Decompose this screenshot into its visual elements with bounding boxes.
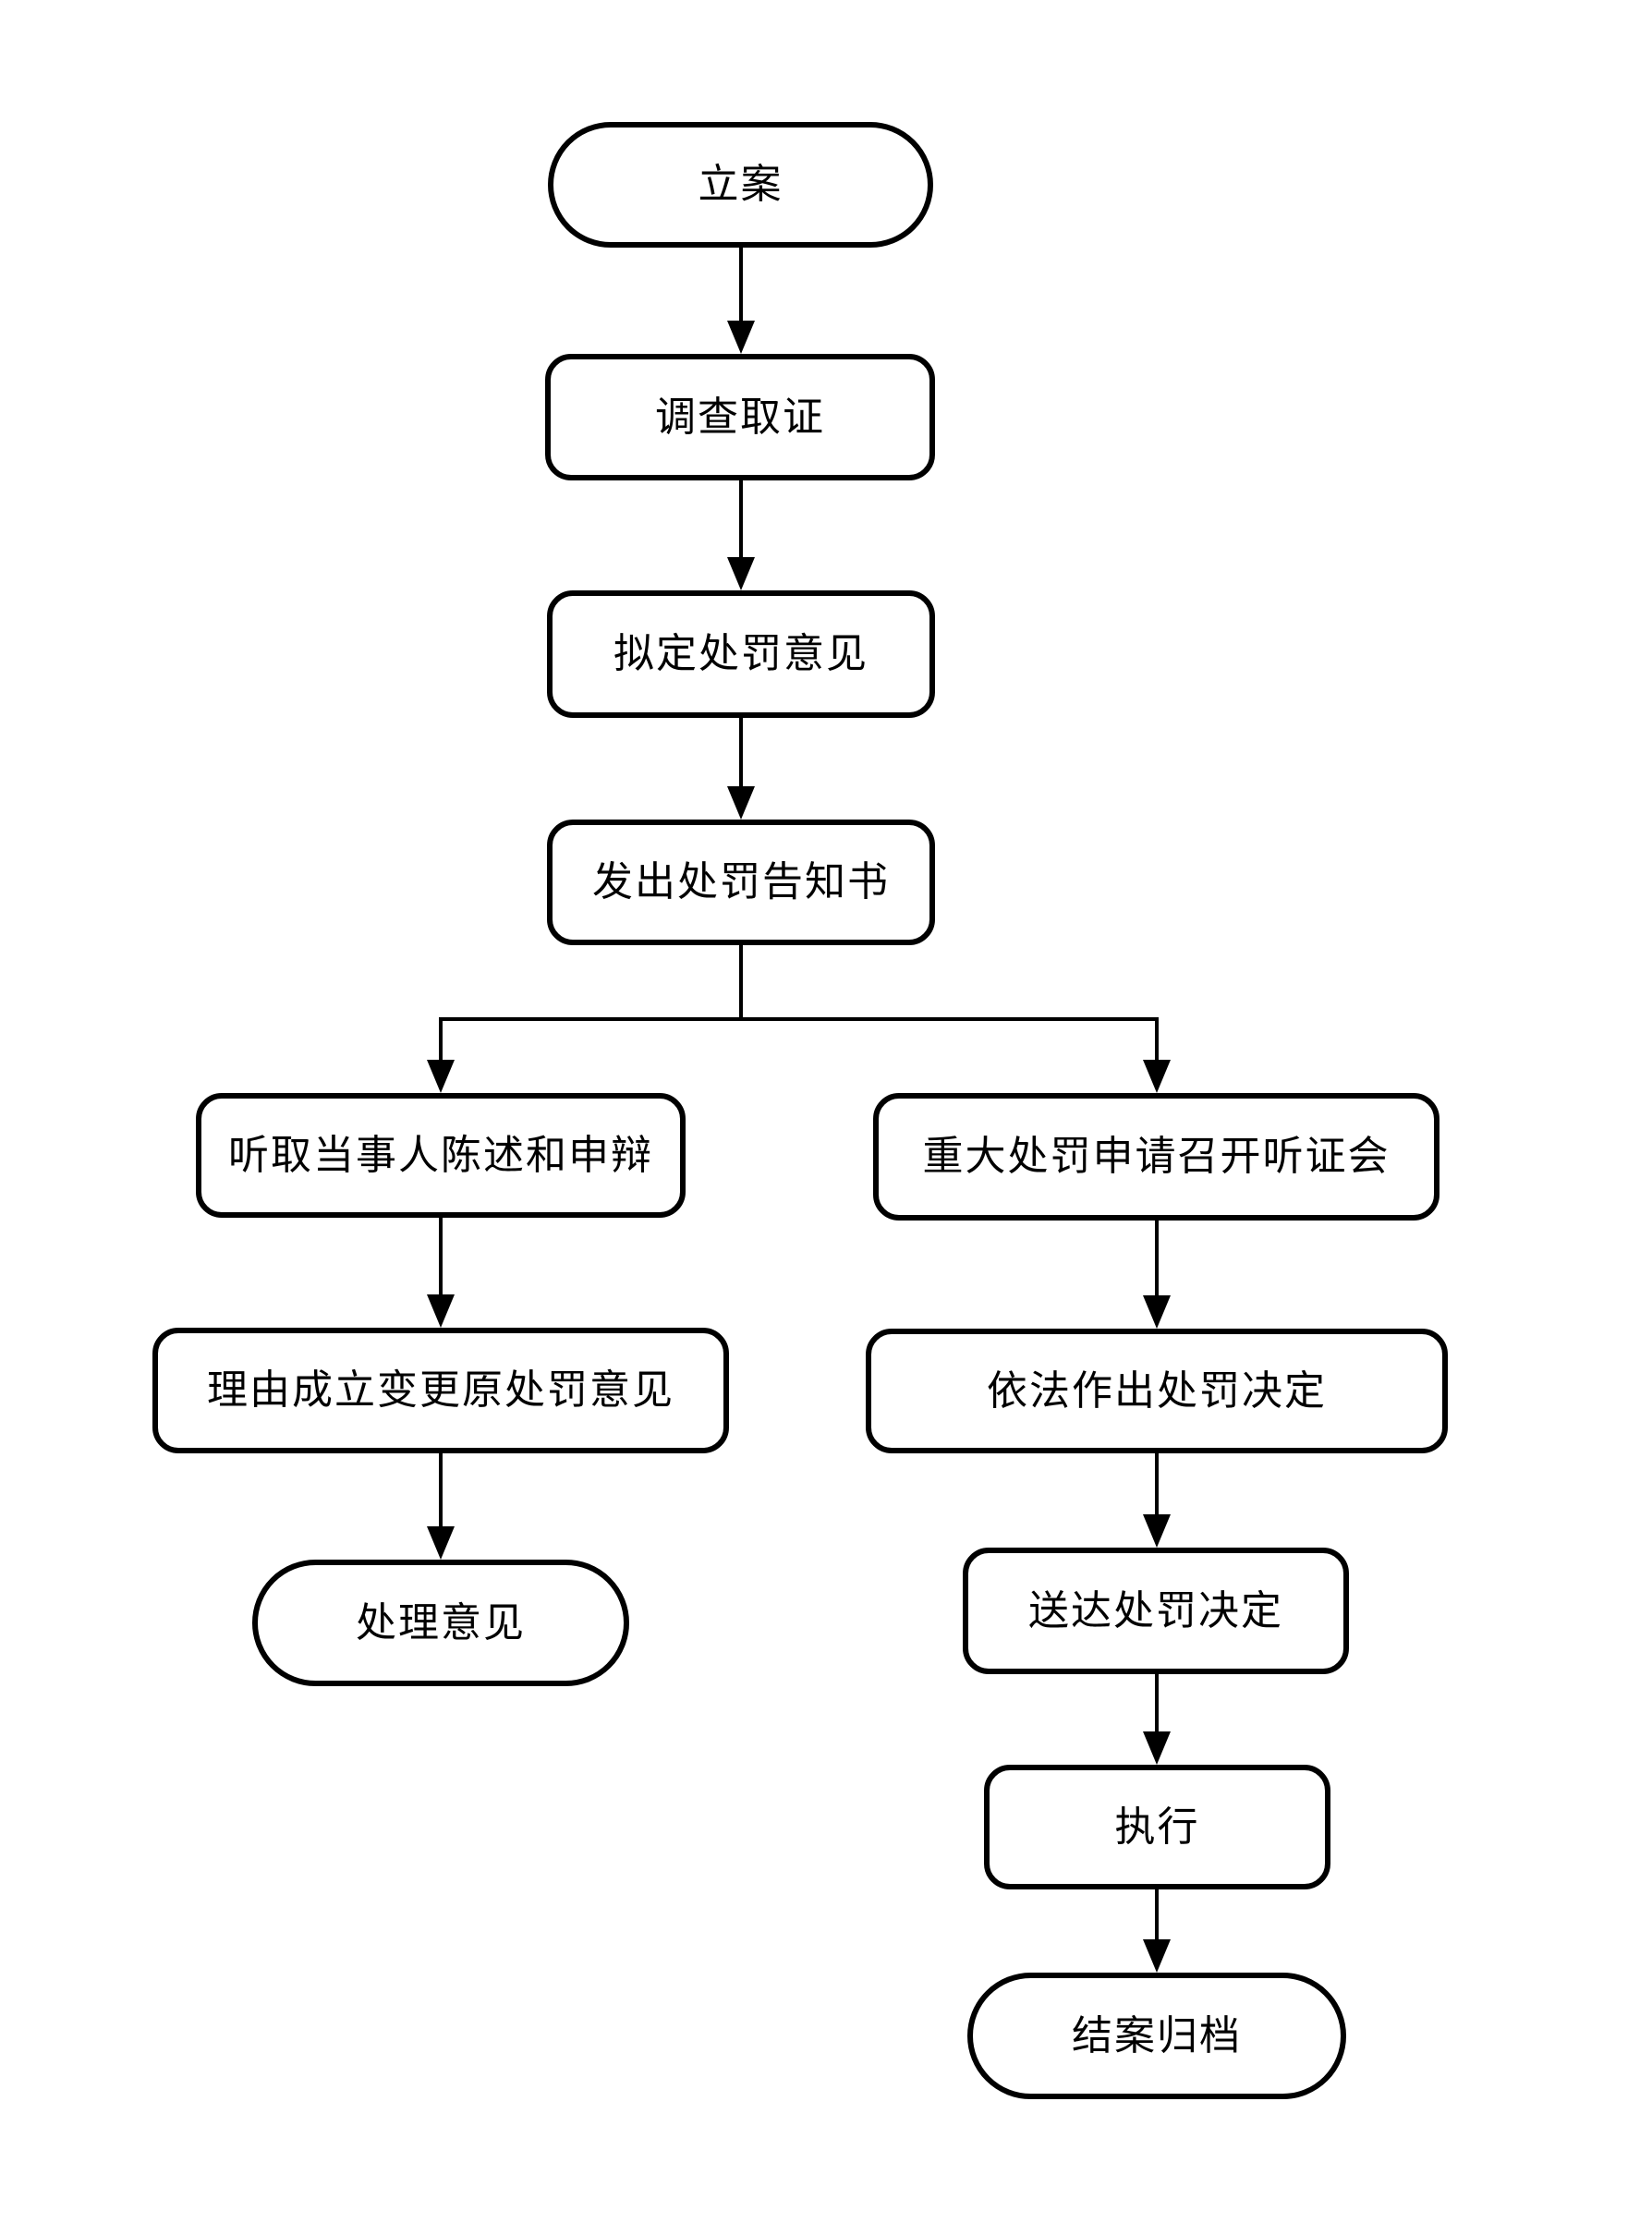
node-close-archive: 结案归档 [967, 1973, 1346, 2099]
node-serve-decision-label: 送达处罚决定 [1028, 1587, 1283, 1634]
node-investigate-label: 调查取证 [655, 394, 825, 440]
node-draft-opinion: 拟定处罚意见 [547, 590, 935, 718]
edge-hear-statement-change-opinion [427, 1218, 455, 1328]
node-handling-opinion: 处理意见 [252, 1560, 629, 1686]
node-close-archive-label: 结案归档 [1072, 2012, 1242, 2059]
edge-hearing-decision [1143, 1221, 1171, 1329]
node-handling-opinion-label: 处理意见 [356, 1599, 526, 1646]
node-issue-notice-label: 发出处罚告知书 [592, 859, 890, 905]
node-execute: 执行 [984, 1765, 1330, 1889]
node-investigate: 调查取证 [545, 354, 935, 480]
node-execute-label: 执行 [1114, 1804, 1200, 1850]
node-change-opinion: 理由成立变更原处罚意见 [152, 1328, 729, 1453]
edge-start-investigate [727, 248, 755, 354]
node-start-label: 立案 [698, 162, 783, 207]
edge-issue-notice-split [441, 945, 1157, 1021]
edge-split-hear-statement [427, 1017, 455, 1093]
edge-decision-serve-decision [1143, 1453, 1171, 1548]
node-hear-statement-label: 听取当事人陈述和申辩 [228, 1132, 653, 1178]
node-change-opinion-label: 理由成立变更原处罚意见 [207, 1367, 674, 1413]
node-draft-opinion-label: 拟定处罚意见 [613, 631, 869, 676]
node-issue-notice: 发出处罚告知书 [547, 820, 935, 945]
edge-investigate-draft-opinion [727, 480, 755, 590]
node-hear-statement: 听取当事人陈述和申辩 [196, 1093, 686, 1218]
node-decision: 依法作出处罚决定 [866, 1329, 1448, 1453]
edge-execute-close-archive [1143, 1889, 1171, 1973]
edge-change-opinion-handling-opinion [427, 1453, 455, 1560]
node-hearing-label: 重大处罚申请召开听证会 [922, 1134, 1391, 1179]
edge-draft-opinion-issue-notice [727, 718, 755, 820]
node-decision-label: 依法作出处罚决定 [987, 1367, 1327, 1414]
node-hearing: 重大处罚申请召开听证会 [873, 1093, 1439, 1221]
node-serve-decision: 送达处罚决定 [963, 1548, 1349, 1674]
node-start: 立案 [548, 122, 933, 248]
edge-serve-decision-execute [1143, 1674, 1171, 1765]
edge-split-hearing [1143, 1017, 1171, 1093]
